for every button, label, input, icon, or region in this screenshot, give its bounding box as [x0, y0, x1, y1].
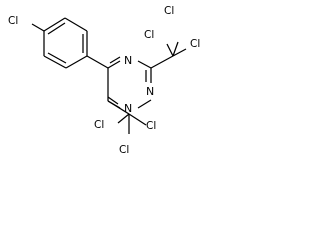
upper-trichloromethyl-right-chlorine-label: Cl [190, 38, 200, 50]
upper-trichloromethyl-left-chlorine-label: Cl [144, 29, 154, 41]
bond [107, 96, 119, 105]
triazine-lower-nitrogen-label: N [124, 102, 132, 115]
bond [137, 60, 152, 69]
atom-label-layer: Cl N N N Cl Cl Cl Cl Cl Cl [8, 5, 200, 156]
bond [107, 100, 130, 115]
bond [43, 17, 66, 32]
chemical-structure: Cl N N N Cl Cl Cl Cl Cl Cl [8, 5, 200, 156]
bond [64, 17, 88, 32]
lower-trichloromethyl-right-chlorine-label: Cl [146, 120, 156, 132]
bond [137, 99, 152, 109]
bond-layer [31, 17, 187, 134]
bond [109, 56, 121, 64]
bond [117, 113, 130, 124]
bond [47, 22, 66, 35]
bond [172, 48, 187, 57]
bond [172, 41, 179, 57]
bond [128, 113, 147, 126]
lower-trichloromethyl-left-chlorine-label: Cl [94, 119, 104, 131]
lower-trichloromethyl-bottom-chlorine-label: Cl [119, 144, 129, 156]
bond [107, 60, 121, 69]
bond [86, 55, 109, 69]
bond [31, 23, 45, 32]
bond [166, 43, 174, 57]
triazine-right-nitrogen-label: N [146, 85, 154, 98]
aryl-chlorine-label: Cl [8, 15, 18, 27]
bond [43, 55, 67, 69]
bond [150, 55, 174, 69]
upper-trichloromethyl-top-chlorine-label: Cl [164, 5, 174, 17]
bond [47, 52, 67, 64]
bond [65, 55, 88, 69]
triazine-upper-nitrogen-label: N [124, 54, 132, 67]
